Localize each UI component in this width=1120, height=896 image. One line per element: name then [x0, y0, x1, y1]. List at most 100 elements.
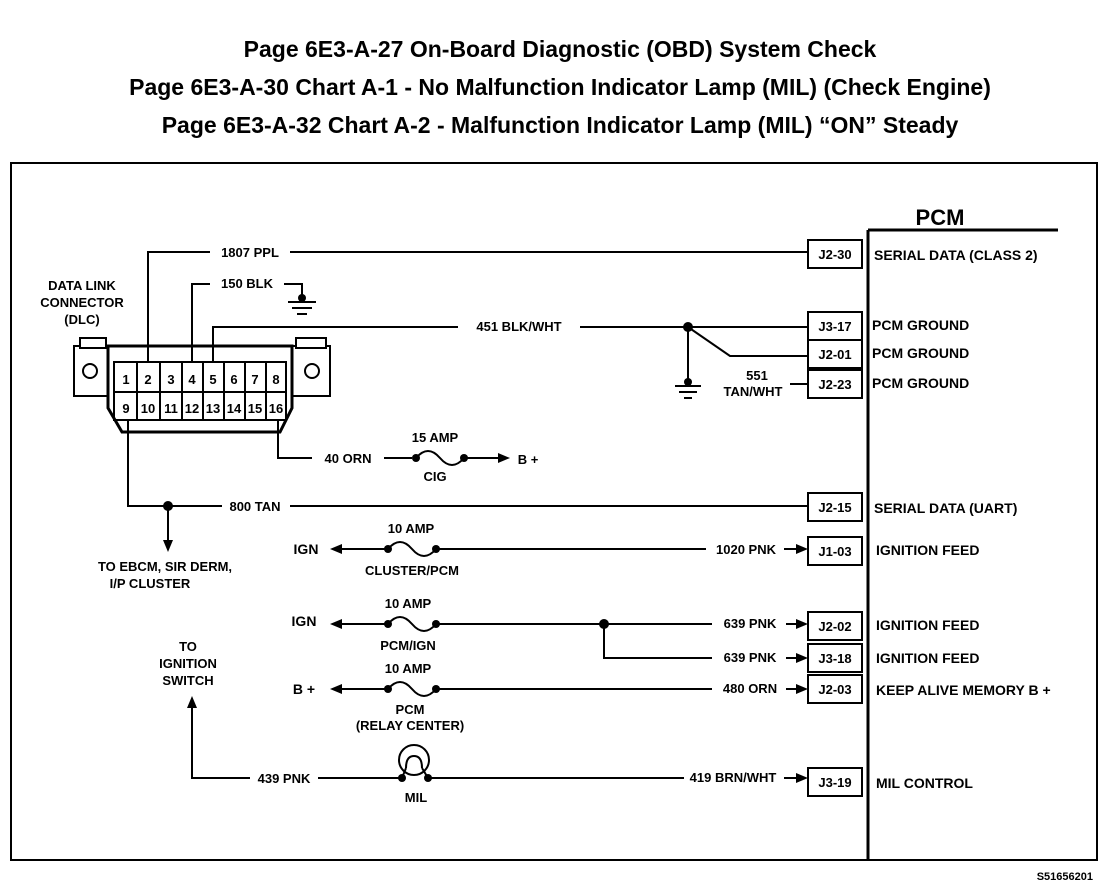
- terminal-desc: IGNITION FEED: [876, 650, 979, 666]
- wire-551-tan-wht: 551 TAN/WHT: [724, 368, 808, 399]
- wire-label: 150 BLK: [221, 276, 274, 291]
- dlc-pin: 11: [164, 401, 178, 416]
- data-link-connector: DATA LINK CONNECTOR (DLC) 1 2 3 4 5 6 7 …: [40, 278, 331, 434]
- terminal-j2-03: J2-03 KEEP ALIVE MEMORY B +: [807, 674, 1051, 704]
- wire-451-blk-wht: 451 BLK/WHT: [212, 319, 808, 399]
- junction-dot: [298, 294, 306, 302]
- terminal-pin: J2-01: [818, 347, 851, 362]
- fuse-name-line-2: (RELAY CENTER): [356, 718, 464, 733]
- terminal-j3-19: J3-19 MIL CONTROL: [807, 767, 973, 797]
- note-ign-line-2: IGNITION: [159, 656, 217, 671]
- dlc-pin: 13: [206, 401, 220, 416]
- dlc-pin: 1: [122, 372, 129, 387]
- terminal-pin: J2-30: [818, 247, 851, 262]
- arrow-right-icon: [796, 544, 808, 554]
- wire-1020-pnk: 1020 PNK 10 AMP CLUSTER/PCM IGN: [294, 521, 808, 578]
- wire-segment: [127, 420, 222, 507]
- fuse-rating: 10 AMP: [388, 521, 435, 536]
- arrow-left-icon: [330, 619, 342, 629]
- title-line-3: Page 6E3-A-32 Chart A-2 - Malfunction In…: [161, 112, 959, 138]
- fuse-name: PCM/IGN: [380, 638, 436, 653]
- wire-label: 439 PNK: [258, 771, 311, 786]
- wire-40-orn: 40 ORN 15 AMP CIG B +: [277, 420, 539, 484]
- note-ignition-switch: TO IGNITION SWITCH: [159, 639, 217, 688]
- mil-lamp-icon: [398, 744, 432, 782]
- dlc-label-line-3: (DLC): [64, 312, 99, 327]
- terminal-desc: IGNITION FEED: [876, 617, 979, 633]
- wire-segment: [212, 326, 458, 362]
- terminal-desc: KEEP ALIVE MEMORY B +: [876, 682, 1051, 698]
- terminal-desc: IGNITION FEED: [876, 542, 979, 558]
- wire-segment: [191, 283, 210, 362]
- wire-mil-circuit: 439 PNK 419 BRN/WHT MIL: [187, 696, 808, 805]
- dlc-label-line-1: DATA LINK: [48, 278, 116, 293]
- terminal-j2-02: J2-02 IGNITION FEED: [807, 611, 979, 641]
- wire-label: 40 ORN: [325, 451, 372, 466]
- title-line-1: Page 6E3-A-27 On-Board Diagnostic (OBD) …: [243, 36, 877, 62]
- dlc-left-tab: [79, 337, 107, 349]
- fuse-rating: 15 AMP: [412, 430, 459, 445]
- terminal-box: [807, 611, 863, 641]
- dlc-pin: 5: [209, 372, 216, 387]
- lamp-filament: [405, 754, 423, 769]
- terminal-box: [807, 339, 863, 369]
- fuse-name: PCM: [396, 702, 425, 717]
- wire-label: 451 BLK/WHT: [476, 319, 561, 334]
- arrow-right-icon: [796, 684, 808, 694]
- dlc-pin-field: [113, 361, 287, 421]
- dlc-pin: 15: [248, 401, 262, 416]
- diagram-frame: [10, 162, 1098, 861]
- dlc-pin: 6: [230, 372, 237, 387]
- wire-label-line-2: TAN/WHT: [724, 384, 783, 399]
- arrow-left-icon: [330, 544, 342, 554]
- wire-label: 1807 PPL: [221, 245, 279, 260]
- wire-segment: [603, 624, 712, 659]
- terminal-box: [807, 767, 863, 797]
- terminal-j3-17: J3-17 PCM GROUND: [807, 311, 969, 341]
- junction-dot: [684, 378, 692, 386]
- wire-label: 639 PNK: [724, 616, 777, 631]
- terminal-pin: J2-03: [818, 682, 851, 697]
- dlc-right-ear: [292, 345, 331, 397]
- fuse-pcm-icon: [387, 681, 437, 697]
- lamp-lead: [421, 767, 429, 779]
- dlc-left-hole: [82, 363, 98, 379]
- wire-label: 639 PNK: [724, 650, 777, 665]
- wire-label: 419 BRN/WHT: [690, 770, 777, 785]
- terminal-desc: PCM GROUND: [872, 317, 969, 333]
- dlc-pin: 2: [144, 372, 151, 387]
- wire-150-blk: 150 BLK: [191, 276, 316, 362]
- note-ebcm-line-2: I/P CLUSTER: [110, 576, 191, 591]
- terminal-j1-03: J1-03 IGNITION FEED: [807, 536, 979, 566]
- terminal-pin: J3-19: [818, 775, 851, 790]
- arrow-left-icon: [330, 684, 342, 694]
- figure-id: S51656201: [1037, 871, 1093, 883]
- arrow-right-icon: [796, 619, 808, 629]
- terminal-box: [807, 536, 863, 566]
- terminal-j2-01: J2-01 PCM GROUND: [807, 339, 969, 369]
- dlc-left-ear: [73, 345, 108, 397]
- dlc-right-tab: [295, 337, 327, 349]
- wire-label: 800 TAN: [229, 499, 280, 514]
- arrow-up-icon: [187, 696, 197, 708]
- terminal-pin: J3-17: [818, 319, 851, 334]
- note-ign-line-1: TO: [179, 639, 197, 654]
- dlc-pin: 16: [269, 401, 283, 416]
- fuse-name: CIG: [423, 469, 446, 484]
- wire-label: 1020 PNK: [716, 542, 777, 557]
- terminal-desc: PCM GROUND: [872, 345, 969, 361]
- terminal-desc: PCM GROUND: [872, 375, 969, 391]
- terminal-desc: MIL CONTROL: [876, 775, 973, 791]
- wire-1807-ppl: 1807 PPL: [147, 245, 808, 362]
- fuse-destination: B +: [293, 681, 315, 697]
- dlc-pin: 14: [227, 401, 242, 416]
- terminal-pin: J2-23: [818, 377, 851, 392]
- terminal-j2-23: J2-23 PCM GROUND: [807, 369, 969, 399]
- dlc-label-line-2: CONNECTOR: [40, 295, 124, 310]
- title-block: Page 6E3-A-27 On-Board Diagnostic (OBD) …: [0, 30, 1120, 144]
- dlc-pin: 9: [122, 401, 129, 416]
- lamp-lead: [401, 767, 407, 779]
- note-ebcm-line-1: TO EBCM, SIR DERM,: [98, 559, 232, 574]
- wire-segment: [191, 708, 250, 779]
